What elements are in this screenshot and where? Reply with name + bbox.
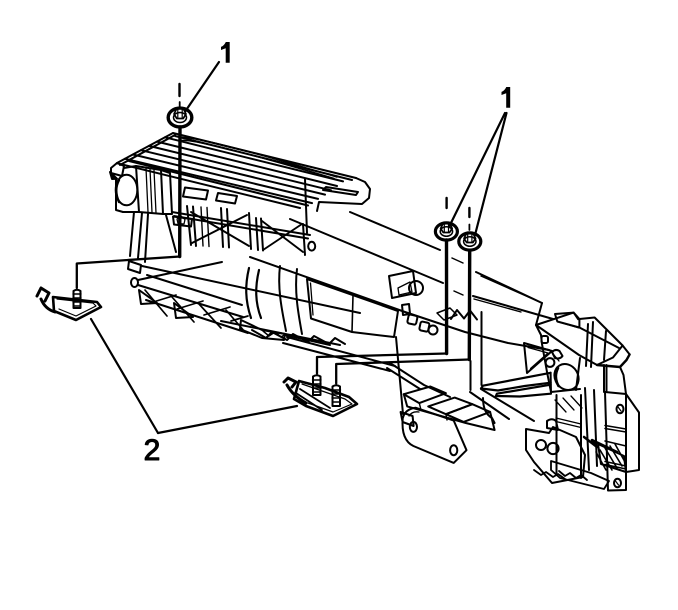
svg-text:2: 2: [144, 434, 161, 467]
